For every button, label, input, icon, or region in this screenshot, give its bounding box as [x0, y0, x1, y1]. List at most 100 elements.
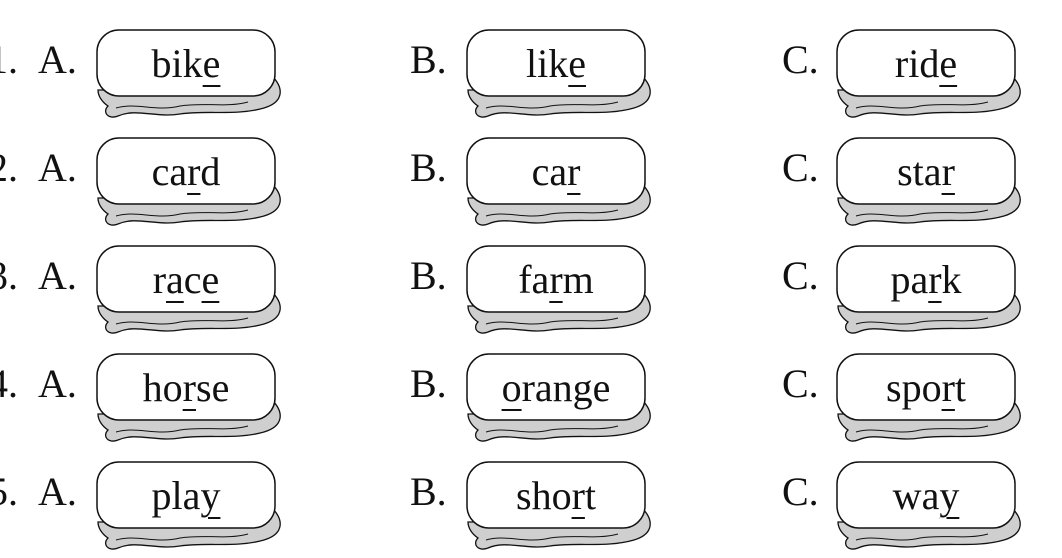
bubble-frame: [96, 461, 281, 550]
question-number: 4.: [0, 361, 18, 406]
option-letter: A.: [38, 37, 77, 82]
word-bubble[interactable]: way: [836, 456, 1028, 556]
word-bubble[interactable]: star: [836, 132, 1028, 232]
bubble-shadow-wave: [855, 425, 989, 433]
word-bubble[interactable]: farm: [466, 240, 658, 340]
word-letter: b: [151, 41, 172, 86]
bubble-frame: [836, 137, 1021, 226]
underlined-letter: e: [568, 41, 586, 86]
word-letter: a: [923, 149, 942, 194]
bubble-box: [96, 29, 276, 97]
word-bubble[interactable]: orange: [466, 348, 658, 448]
option-word: horse: [96, 360, 276, 416]
option-word: farm: [466, 252, 646, 308]
word-letter: i: [537, 41, 549, 86]
word-bubble[interactable]: horse: [96, 348, 288, 448]
word-bubble[interactable]: card: [96, 132, 288, 232]
option-word: park: [836, 252, 1016, 308]
option-letter: A.: [38, 253, 77, 298]
word-letter: g: [572, 365, 593, 410]
bubble-frame: [466, 137, 651, 226]
word-letter: o: [162, 365, 183, 410]
word-letter: o: [551, 473, 572, 518]
word-letter: o: [921, 365, 942, 410]
underlined-letter: y: [939, 473, 960, 518]
word-letter: k: [548, 41, 569, 86]
option-word: sport: [836, 360, 1016, 416]
word-letter: a: [169, 149, 188, 194]
bubble-box: [466, 245, 646, 313]
word-letter: s: [195, 365, 212, 410]
word-letter: t: [584, 473, 597, 518]
bubble-box: [466, 353, 646, 421]
word-letter: c: [183, 257, 202, 302]
bubble-frame: [466, 353, 651, 442]
word-bubble[interactable]: sport: [836, 348, 1028, 448]
word-letter: n: [552, 365, 573, 410]
word-letter: t: [912, 149, 924, 194]
bubble-frame: [96, 137, 281, 226]
word-letter: a: [921, 473, 940, 518]
word-letter: a: [531, 257, 550, 302]
option-word: race: [96, 252, 276, 308]
word-bubble[interactable]: short: [466, 456, 658, 556]
underlined-letter: r: [567, 149, 581, 194]
underlined-letter: o: [501, 365, 522, 410]
word-bubble[interactable]: park: [836, 240, 1028, 340]
underlined-letter: a: [166, 257, 184, 302]
bubble-box: [836, 353, 1016, 421]
bubble-shadow-wave: [485, 425, 619, 433]
underlined-letter: r: [182, 365, 196, 410]
word-letter: e: [592, 365, 611, 410]
option-letter: C.: [782, 361, 819, 406]
word-letter: l: [525, 41, 538, 86]
bubble-shadow-wave: [115, 209, 249, 217]
word-bubble[interactable]: play: [96, 456, 288, 556]
bubble-frame: [466, 29, 651, 118]
word-letter: p: [901, 365, 922, 410]
underlined-letter: e: [939, 41, 958, 86]
bubble-frame: [836, 29, 1021, 118]
word-letter: a: [549, 149, 568, 194]
question-number: 3.: [0, 253, 18, 298]
word-bubble[interactable]: race: [96, 240, 288, 340]
bubble-shadow-wave: [485, 209, 619, 217]
bubble-frame: [96, 245, 281, 334]
word-bubble[interactable]: car: [466, 132, 658, 232]
bubble-box: [96, 461, 276, 529]
word-bubble[interactable]: bike: [96, 24, 288, 124]
word-letter: a: [182, 473, 201, 518]
bubble-shadow-wave: [855, 533, 989, 541]
word-letter: r: [152, 257, 167, 302]
question-number: 2.: [0, 145, 18, 190]
option-word: short: [466, 468, 646, 524]
bubble-box: [836, 29, 1016, 97]
word-letter: h: [531, 473, 552, 518]
word-letter: d: [200, 149, 221, 194]
underlined-letter: e: [201, 257, 220, 302]
option-word: bike: [96, 36, 276, 92]
bubble-shadow-wave: [115, 425, 249, 433]
underlined-letter: e: [202, 41, 221, 86]
word-letter: r: [894, 41, 909, 86]
option-letter: C.: [782, 145, 819, 190]
underlined-letter: r: [571, 473, 585, 518]
word-bubble[interactable]: like: [466, 24, 658, 124]
word-letter: a: [910, 257, 929, 302]
underlined-letter: r: [549, 257, 563, 302]
bubble-shadow-wave: [855, 101, 989, 109]
option-letter: C.: [782, 469, 819, 514]
word-bubble[interactable]: ride: [836, 24, 1028, 124]
bubble-box: [96, 137, 276, 205]
bubble-frame: [836, 245, 1021, 334]
word-letter: e: [211, 365, 230, 410]
word-letter: l: [171, 473, 183, 518]
word-letter: i: [171, 41, 183, 86]
word-letter: t: [954, 365, 967, 410]
bubble-box: [466, 29, 646, 97]
bubble-frame: [466, 461, 651, 550]
word-letter: d: [919, 41, 940, 86]
bubble-box: [836, 137, 1016, 205]
